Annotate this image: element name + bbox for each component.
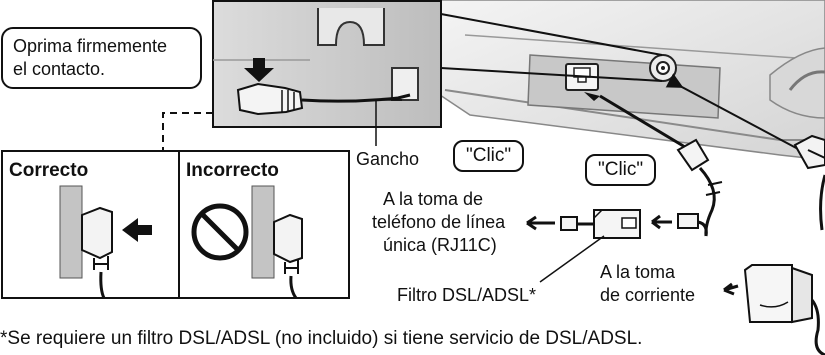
phone-jack-label-1: A la toma de	[383, 189, 484, 209]
phone-jack-label-3: única (RJ11C)	[383, 235, 497, 255]
correct-heading: Correcto	[9, 160, 89, 181]
click-bubble-cord: "Clic"	[585, 154, 657, 186]
filter-label: Filtro DSL/ADSL*	[397, 285, 537, 305]
prohibited-icon	[191, 203, 249, 261]
wall-plug	[526, 215, 594, 231]
press-firmly-callout: Oprima firmemente el contacto.	[1, 27, 202, 89]
inset-leader-lines	[440, 13, 663, 82]
press-firmly-line-1: Oprima firmemente	[13, 36, 168, 56]
comparison-panels	[1, 150, 350, 299]
press-firmly-line-2: el contacto.	[13, 59, 106, 79]
ac-adapter	[723, 264, 825, 355]
incorrect-heading: Incorrecto	[186, 160, 279, 181]
power-cord	[665, 73, 825, 231]
outlet-label-1: A la toma	[600, 262, 676, 282]
dsl-filter	[593, 209, 708, 239]
hook-leader	[375, 99, 402, 146]
inset-panel	[212, 0, 442, 128]
power-jack	[649, 54, 677, 82]
outlet-label-2: de corriente	[600, 285, 696, 305]
dashed-link	[162, 112, 213, 150]
footnote: *Se requiere un filtro DSL/ADSL (no incl…	[0, 328, 643, 349]
phone-jack-label-2: teléfono de línea	[372, 212, 506, 232]
filter-leader	[539, 235, 605, 283]
hook-label: Gancho	[356, 149, 420, 169]
click-bubble-jack: "Clic"	[453, 140, 525, 172]
